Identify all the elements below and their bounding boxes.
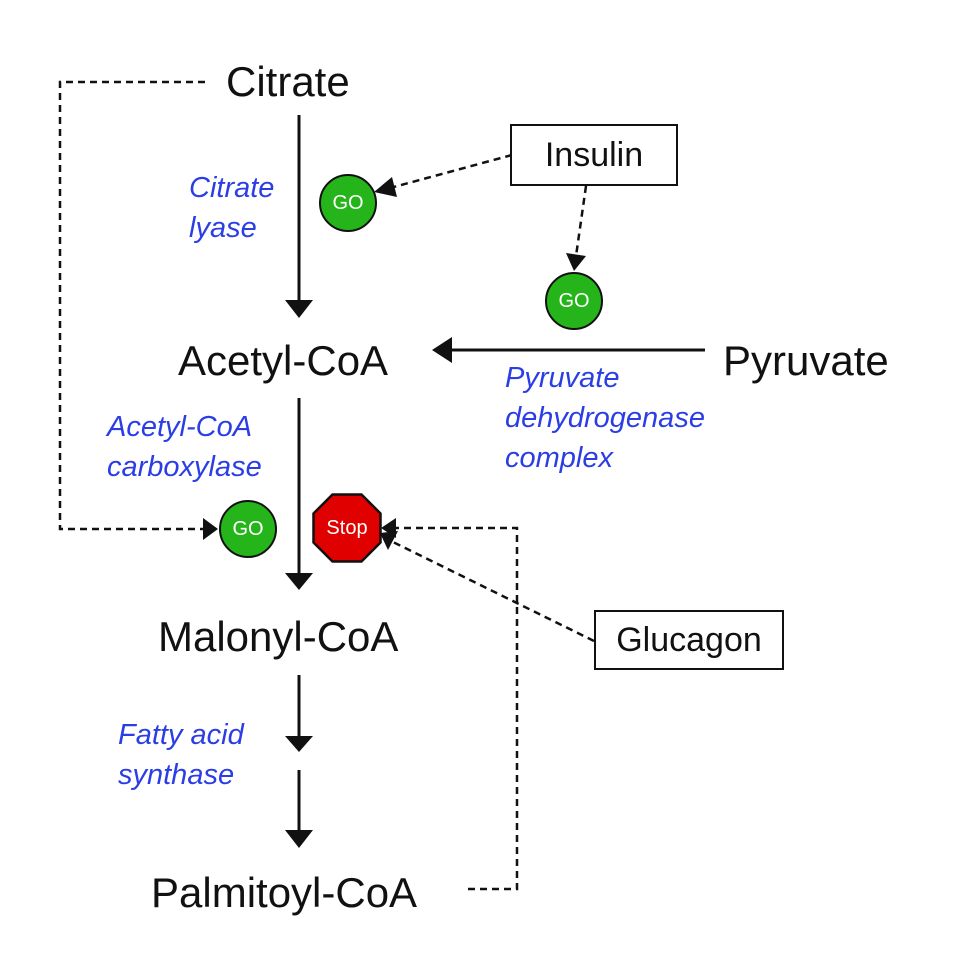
metabolite-citrate: Citrate — [226, 58, 350, 105]
arrowhead-insulin-to-pdh — [566, 253, 586, 271]
arrowhead-acetylcoa-to-malonylcoa — [285, 573, 313, 590]
hormone-insulin-box: Insulin — [510, 124, 678, 186]
enzyme-pdh-line3: complex — [505, 442, 613, 474]
enzyme-citrate-lyase-line2: lyase — [189, 212, 257, 244]
enzyme-acc-line2: carboxylase — [107, 451, 262, 483]
dashed-insulin-to-citrate-lyase — [389, 153, 513, 190]
metabolite-malonyl-coa: Malonyl-CoA — [158, 613, 399, 660]
arrowhead-citrate-activation — [203, 518, 218, 540]
metabolite-acetyl-coa: Acetyl-CoA — [178, 337, 389, 384]
arrowhead-insulin-to-citrate-lyase — [374, 177, 397, 197]
dashed-citrate-activation — [58, 80, 206, 531]
arrowhead-step2-to-palmitoylcoa — [285, 830, 313, 848]
enzyme-acc-line1: Acetyl-CoA — [107, 411, 253, 443]
enzyme-pdh-line1: Pyruvate — [505, 362, 620, 394]
arrowhead-pyruvate-to-acetylcoa — [432, 337, 452, 363]
go-pdh-indicator: GO — [545, 272, 603, 330]
enzyme-fas-line2: synthase — [118, 759, 235, 791]
enzyme-acetyl-coa-carboxylase: Acetyl-CoA carboxylase — [107, 407, 262, 487]
enzyme-fatty-acid-synthase: Fatty acid synthase — [118, 715, 244, 795]
stop-acc-indicator: Stop — [312, 493, 382, 563]
stop-octagon-icon — [312, 493, 382, 563]
arrowhead-citrate-to-acetylcoa — [285, 300, 313, 318]
metabolite-pyruvate: Pyruvate — [723, 337, 889, 384]
enzyme-fas-line1: Fatty acid — [118, 719, 244, 751]
go-citrate-lyase-indicator: GO — [319, 174, 377, 232]
arrowhead-malonylcoa-step1 — [285, 736, 313, 752]
enzyme-pyruvate-dehydrogenase-complex: Pyruvate dehydrogenase complex — [505, 358, 705, 478]
hormone-glucagon-box: Glucagon — [594, 610, 784, 670]
arrowhead-glucagon-to-stop — [380, 531, 398, 550]
enzyme-citrate-lyase: Citrate lyase — [189, 168, 274, 248]
enzyme-citrate-lyase-line1: Citrate — [189, 172, 275, 204]
go-acc-indicator: GO — [219, 500, 277, 558]
stop-label: Stop — [326, 516, 368, 539]
dashed-palmitoylcoa-inhibition — [395, 526, 519, 891]
metabolite-palmitoyl-coa: Palmitoyl-CoA — [151, 869, 418, 916]
enzyme-pdh-line2: dehydrogenase — [505, 402, 705, 434]
dashed-insulin-to-pdh — [574, 185, 588, 257]
dashed-glucagon-to-stop — [392, 540, 595, 643]
